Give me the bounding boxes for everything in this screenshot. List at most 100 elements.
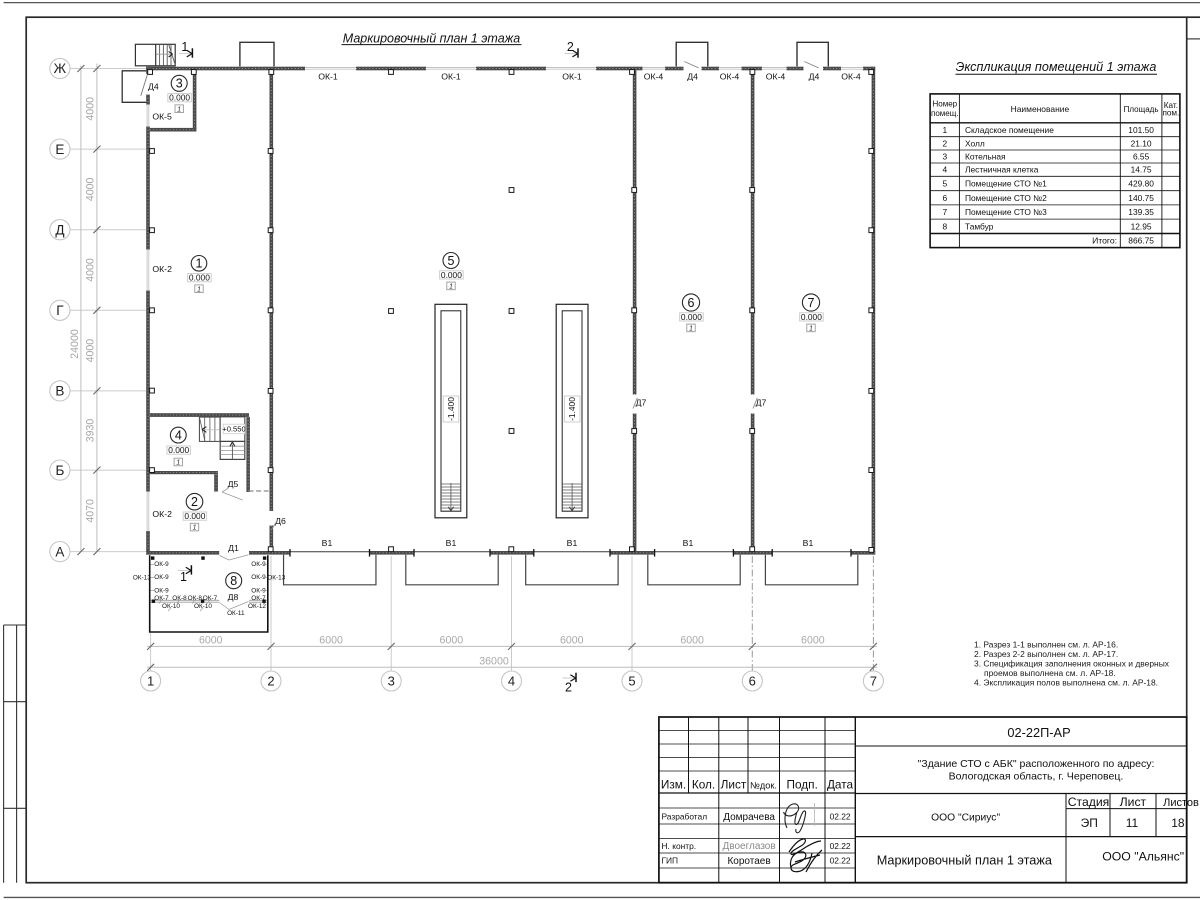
svg-text:02-22П-АР: 02-22П-АР (1007, 725, 1070, 740)
svg-text:Листов: Листов (1163, 797, 1199, 809)
svg-text:1: 1 (176, 458, 180, 467)
svg-text:3: 3 (942, 152, 947, 162)
svg-text:ОК-9: ОК-9 (154, 587, 169, 594)
svg-text:2: 2 (942, 138, 947, 148)
svg-text:ОК-9: ОК-9 (154, 561, 169, 568)
svg-text:Д4: Д4 (687, 72, 698, 82)
svg-text:4000: 4000 (85, 258, 97, 282)
svg-text:ОК-7: ОК-7 (203, 595, 218, 602)
svg-text:Помещение СТО №3: Помещение СТО №3 (965, 207, 1047, 217)
svg-text:В1: В1 (803, 538, 814, 548)
svg-text:4070: 4070 (85, 499, 97, 523)
svg-text:7: 7 (942, 207, 947, 217)
svg-text:Лист: Лист (1120, 795, 1147, 809)
svg-text:ЭП: ЭП (1081, 816, 1098, 830)
svg-text:Д4: Д4 (809, 72, 820, 82)
svg-text:Маркировочный план 1 этажа: Маркировочный план 1 этажа (877, 853, 1053, 867)
svg-text:6: 6 (688, 296, 695, 310)
svg-text:Д8: Д8 (228, 592, 239, 602)
svg-text:В1: В1 (446, 538, 457, 548)
svg-text:ОК-13: ОК-13 (267, 574, 285, 581)
svg-text:ОК-7: ОК-7 (251, 595, 266, 602)
svg-text:ОК-13: ОК-13 (133, 574, 151, 581)
svg-text:Стадия: Стадия (1068, 795, 1110, 809)
svg-text:Д5: Д5 (228, 479, 239, 489)
svg-text:Д: Д (55, 222, 64, 237)
svg-text:Вологодская область, г. Черепо: Вологодская область, г. Череповец. (949, 770, 1124, 782)
svg-text:101.50: 101.50 (1128, 125, 1154, 135)
svg-text:0.000: 0.000 (168, 445, 189, 455)
svg-text:Д7: Д7 (756, 398, 767, 408)
svg-text:Маркировочный план 1 этажа: Маркировочный план 1 этажа (343, 31, 520, 45)
svg-text:0.000: 0.000 (441, 270, 462, 280)
svg-text:-1.400: -1.400 (446, 397, 456, 421)
svg-text:866.75: 866.75 (1128, 236, 1154, 246)
svg-text:1: 1 (180, 570, 187, 584)
svg-text:36000: 36000 (479, 655, 509, 667)
svg-text:Лестничная клетка: Лестничная клетка (965, 165, 1039, 175)
svg-text:ОК-1: ОК-1 (441, 72, 461, 82)
svg-text:4: 4 (942, 165, 947, 175)
svg-text:1: 1 (177, 104, 181, 113)
svg-text:Площадь: Площадь (1124, 105, 1159, 114)
svg-text:А: А (55, 544, 64, 559)
svg-text:0.000: 0.000 (189, 273, 210, 283)
svg-text:-1.400: -1.400 (567, 397, 577, 421)
svg-text:2: 2 (191, 495, 198, 509)
svg-text:6000: 6000 (680, 635, 704, 647)
svg-text:4000: 4000 (85, 178, 97, 202)
svg-text:Котельная: Котельная (965, 152, 1006, 162)
svg-text:1: 1 (809, 324, 813, 333)
svg-text:ОК-4: ОК-4 (841, 72, 861, 82)
svg-text:Кол.: Кол. (692, 777, 715, 791)
svg-text:пом.: пом. (1162, 109, 1179, 118)
svg-text:Разработал: Разработал (662, 812, 708, 822)
svg-text:В: В (55, 384, 64, 399)
svg-text:ОК-7: ОК-7 (154, 595, 169, 602)
svg-text:Тамбур: Тамбур (965, 221, 994, 231)
svg-text:0.000: 0.000 (184, 511, 205, 521)
svg-text:ГИП: ГИП (662, 856, 679, 866)
svg-text:4: 4 (175, 428, 182, 442)
svg-text:+0.550: +0.550 (222, 424, 245, 433)
svg-text:6000: 6000 (560, 635, 584, 647)
svg-text:7: 7 (808, 296, 815, 310)
svg-text:№док.: №док. (750, 780, 777, 790)
svg-text:Д1: Д1 (228, 543, 239, 553)
svg-text:Ж: Ж (54, 61, 67, 76)
svg-text:ОК-10: ОК-10 (194, 603, 212, 610)
svg-text:ОК-9: ОК-9 (251, 574, 266, 581)
svg-text:1. Разрез 1-1 выполнен см. л.: 1. Разрез 1-1 выполнен см. л. АР-16. (974, 640, 1118, 650)
svg-text:ОК-8: ОК-8 (172, 595, 187, 602)
svg-text:6: 6 (942, 193, 947, 203)
svg-text:0.000: 0.000 (169, 93, 190, 103)
svg-text:ОК-4: ОК-4 (720, 72, 740, 82)
svg-text:Кат.: Кат. (1164, 101, 1178, 110)
svg-text:2. Разрез 2-2 выполнен см. л.: 2. Разрез 2-2 выполнен см. л. АР-17. (974, 649, 1118, 659)
svg-text:Коротаев: Коротаев (727, 856, 770, 867)
svg-text:8: 8 (230, 574, 237, 588)
svg-text:6000: 6000 (199, 635, 223, 647)
svg-text:Номер: Номер (932, 100, 957, 109)
svg-text:ОК-10: ОК-10 (162, 603, 180, 610)
svg-text:Н. контр.: Н. контр. (662, 841, 697, 851)
svg-text:ОК-9: ОК-9 (154, 574, 169, 581)
svg-text:ОК-5: ОК-5 (152, 111, 172, 121)
svg-text:ОК-2: ОК-2 (152, 509, 172, 519)
svg-text:6000: 6000 (801, 635, 825, 647)
svg-text:24000: 24000 (69, 329, 81, 359)
svg-text:0.000: 0.000 (801, 312, 822, 322)
svg-text:ООО "Альянс": ООО "Альянс" (1102, 849, 1184, 863)
svg-text:2: 2 (267, 674, 274, 689)
svg-text:2: 2 (567, 40, 574, 54)
svg-text:2: 2 (565, 680, 572, 694)
svg-text:Лист: Лист (721, 777, 747, 791)
svg-text:1: 1 (192, 523, 196, 532)
svg-text:ОК-1: ОК-1 (318, 72, 338, 82)
svg-text:02.22: 02.22 (830, 812, 851, 822)
svg-text:Е: Е (55, 142, 64, 157)
svg-text:ОК-1: ОК-1 (562, 72, 582, 82)
svg-text:429.80: 429.80 (1128, 179, 1154, 189)
svg-text:Наименование: Наименование (1011, 104, 1070, 114)
svg-text:7: 7 (870, 674, 877, 689)
